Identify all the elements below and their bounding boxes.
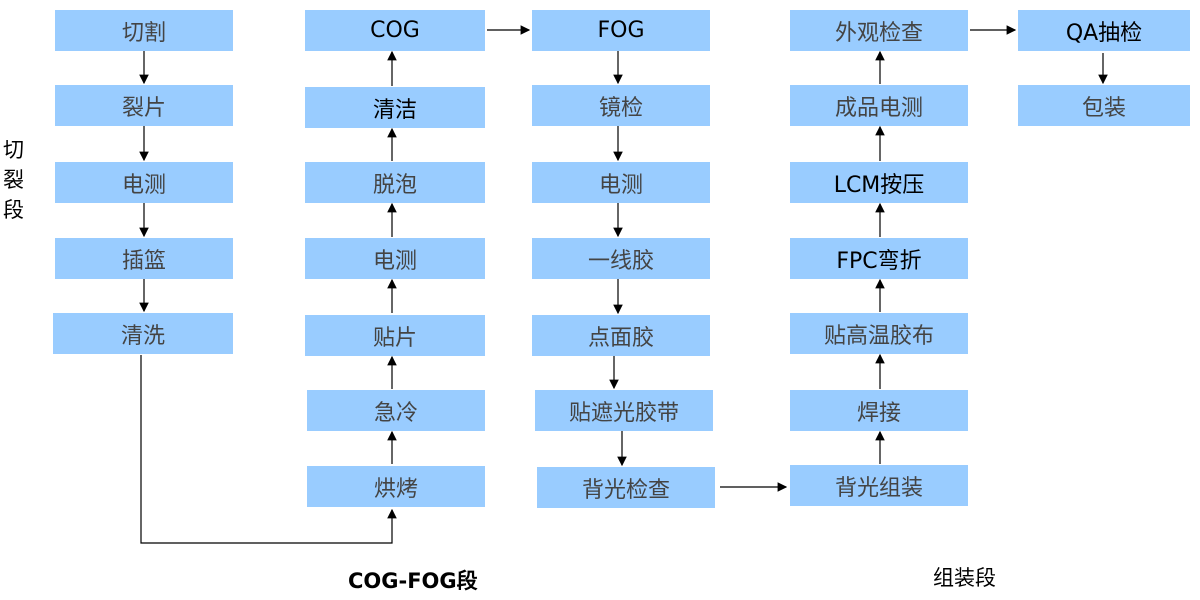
step-microscope: 镜检: [532, 85, 710, 126]
step-weld: 焊接: [790, 390, 968, 431]
section-label-assembly: 组装段: [933, 566, 996, 590]
step-shading-tape: 贴遮光胶带: [535, 390, 713, 431]
step-degas: 脱泡: [305, 162, 485, 203]
step-electric-test-2: 电测: [305, 238, 485, 279]
step-cutting: 切割: [55, 10, 233, 51]
step-backlight-check: 背光检查: [537, 467, 715, 508]
step-packing: 包装: [1018, 85, 1190, 126]
step-cog: COG: [305, 10, 485, 51]
step-dot-glue: 点面胶: [532, 315, 710, 356]
section-label-cut: 切 裂 段: [3, 138, 24, 222]
step-heat-tape: 贴高温胶布: [790, 313, 968, 354]
section-label-cog-fog: COG-FOG段: [348, 569, 478, 593]
step-bake: 烘烤: [307, 466, 485, 507]
step-visual-inspect: 外观检查: [790, 10, 968, 51]
step-electric-test-1: 电测: [55, 162, 233, 203]
step-fog: FOG: [532, 10, 710, 51]
step-wash: 清洗: [53, 313, 233, 354]
step-line-glue: 一线胶: [532, 238, 710, 279]
step-lcm-press: LCM按压: [790, 162, 968, 203]
step-clean: 清洁: [305, 87, 485, 128]
step-attach: 贴片: [305, 315, 485, 356]
step-backlight-assembly: 背光组装: [790, 465, 968, 506]
step-fpc-bend: FPC弯折: [790, 238, 968, 279]
step-quench: 急冷: [307, 390, 485, 431]
step-splitting: 裂片: [55, 85, 233, 126]
step-qa-sampling: QA抽检: [1018, 10, 1190, 51]
step-final-test: 成品电测: [790, 85, 968, 126]
step-electric-test-3: 电测: [532, 162, 710, 203]
step-basket: 插篮: [55, 238, 233, 279]
